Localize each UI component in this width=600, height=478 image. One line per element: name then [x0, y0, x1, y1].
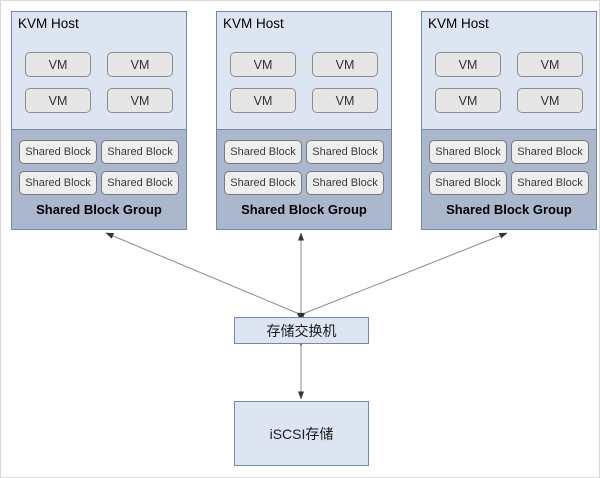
shared-block-list: Shared Block Shared Block Shared Block S… [422, 140, 596, 202]
shared-block-node[interactable]: Shared Block [511, 140, 589, 164]
vm-node[interactable]: VM [312, 52, 378, 77]
shared-block-group-3: Shared Block Shared Block Shared Block S… [422, 129, 596, 229]
vm-node[interactable]: VM [25, 52, 91, 77]
shared-block-group-2: Shared Block Shared Block Shared Block S… [217, 129, 391, 229]
vm-node[interactable]: VM [230, 88, 296, 113]
vm-node[interactable]: VM [517, 52, 583, 77]
shared-block-group-2-label: Shared Block Group [241, 202, 367, 217]
vm-node[interactable]: VM [435, 52, 501, 77]
shared-block-list: Shared Block Shared Block Shared Block S… [12, 140, 186, 202]
vm-node[interactable]: VM [107, 88, 173, 113]
shared-block-list: Shared Block Shared Block Shared Block S… [217, 140, 391, 202]
kvm-host-1-vm-group: VM VM VM VM [12, 52, 186, 128]
shared-block-node[interactable]: Shared Block [101, 140, 179, 164]
iscsi-storage-node[interactable]: iSCSI存储 [234, 401, 369, 466]
shared-block-node[interactable]: Shared Block [19, 171, 97, 195]
shared-block-node[interactable]: Shared Block [306, 171, 384, 195]
shared-block-node[interactable]: Shared Block [429, 171, 507, 195]
shared-block-group-1: Shared Block Shared Block Shared Block S… [12, 129, 186, 229]
edge-switch-to-host-3 [296, 232, 508, 319]
vm-node[interactable]: VM [435, 88, 501, 113]
vm-node[interactable]: VM [230, 52, 296, 77]
edge-switch-to-host-1 [105, 232, 306, 319]
shared-block-node[interactable]: Shared Block [19, 140, 97, 164]
kvm-host-1[interactable]: KVM Host VM VM VM VM Shared Block Shared… [11, 11, 187, 230]
shared-block-node[interactable]: Shared Block [224, 171, 302, 195]
shared-block-group-3-label: Shared Block Group [446, 202, 572, 217]
vm-node[interactable]: VM [312, 88, 378, 113]
kvm-host-3-vm-group: VM VM VM VM [422, 52, 596, 128]
shared-block-node[interactable]: Shared Block [511, 171, 589, 195]
kvm-host-2[interactable]: KVM Host VM VM VM VM Shared Block Shared… [216, 11, 392, 230]
shared-block-node[interactable]: Shared Block [224, 140, 302, 164]
vm-node[interactable]: VM [107, 52, 173, 77]
vm-node[interactable]: VM [517, 88, 583, 113]
storage-switch-node[interactable]: 存储交换机 [234, 317, 369, 344]
shared-block-group-1-label: Shared Block Group [36, 202, 162, 217]
kvm-host-2-title: KVM Host [223, 16, 284, 31]
kvm-host-3[interactable]: KVM Host VM VM VM VM Shared Block Shared… [421, 11, 597, 230]
kvm-host-1-title: KVM Host [18, 16, 79, 31]
shared-block-node[interactable]: Shared Block [306, 140, 384, 164]
kvm-host-3-title: KVM Host [428, 16, 489, 31]
shared-block-node[interactable]: Shared Block [429, 140, 507, 164]
vm-node[interactable]: VM [25, 88, 91, 113]
shared-block-node[interactable]: Shared Block [101, 171, 179, 195]
kvm-host-2-vm-group: VM VM VM VM [217, 52, 391, 128]
